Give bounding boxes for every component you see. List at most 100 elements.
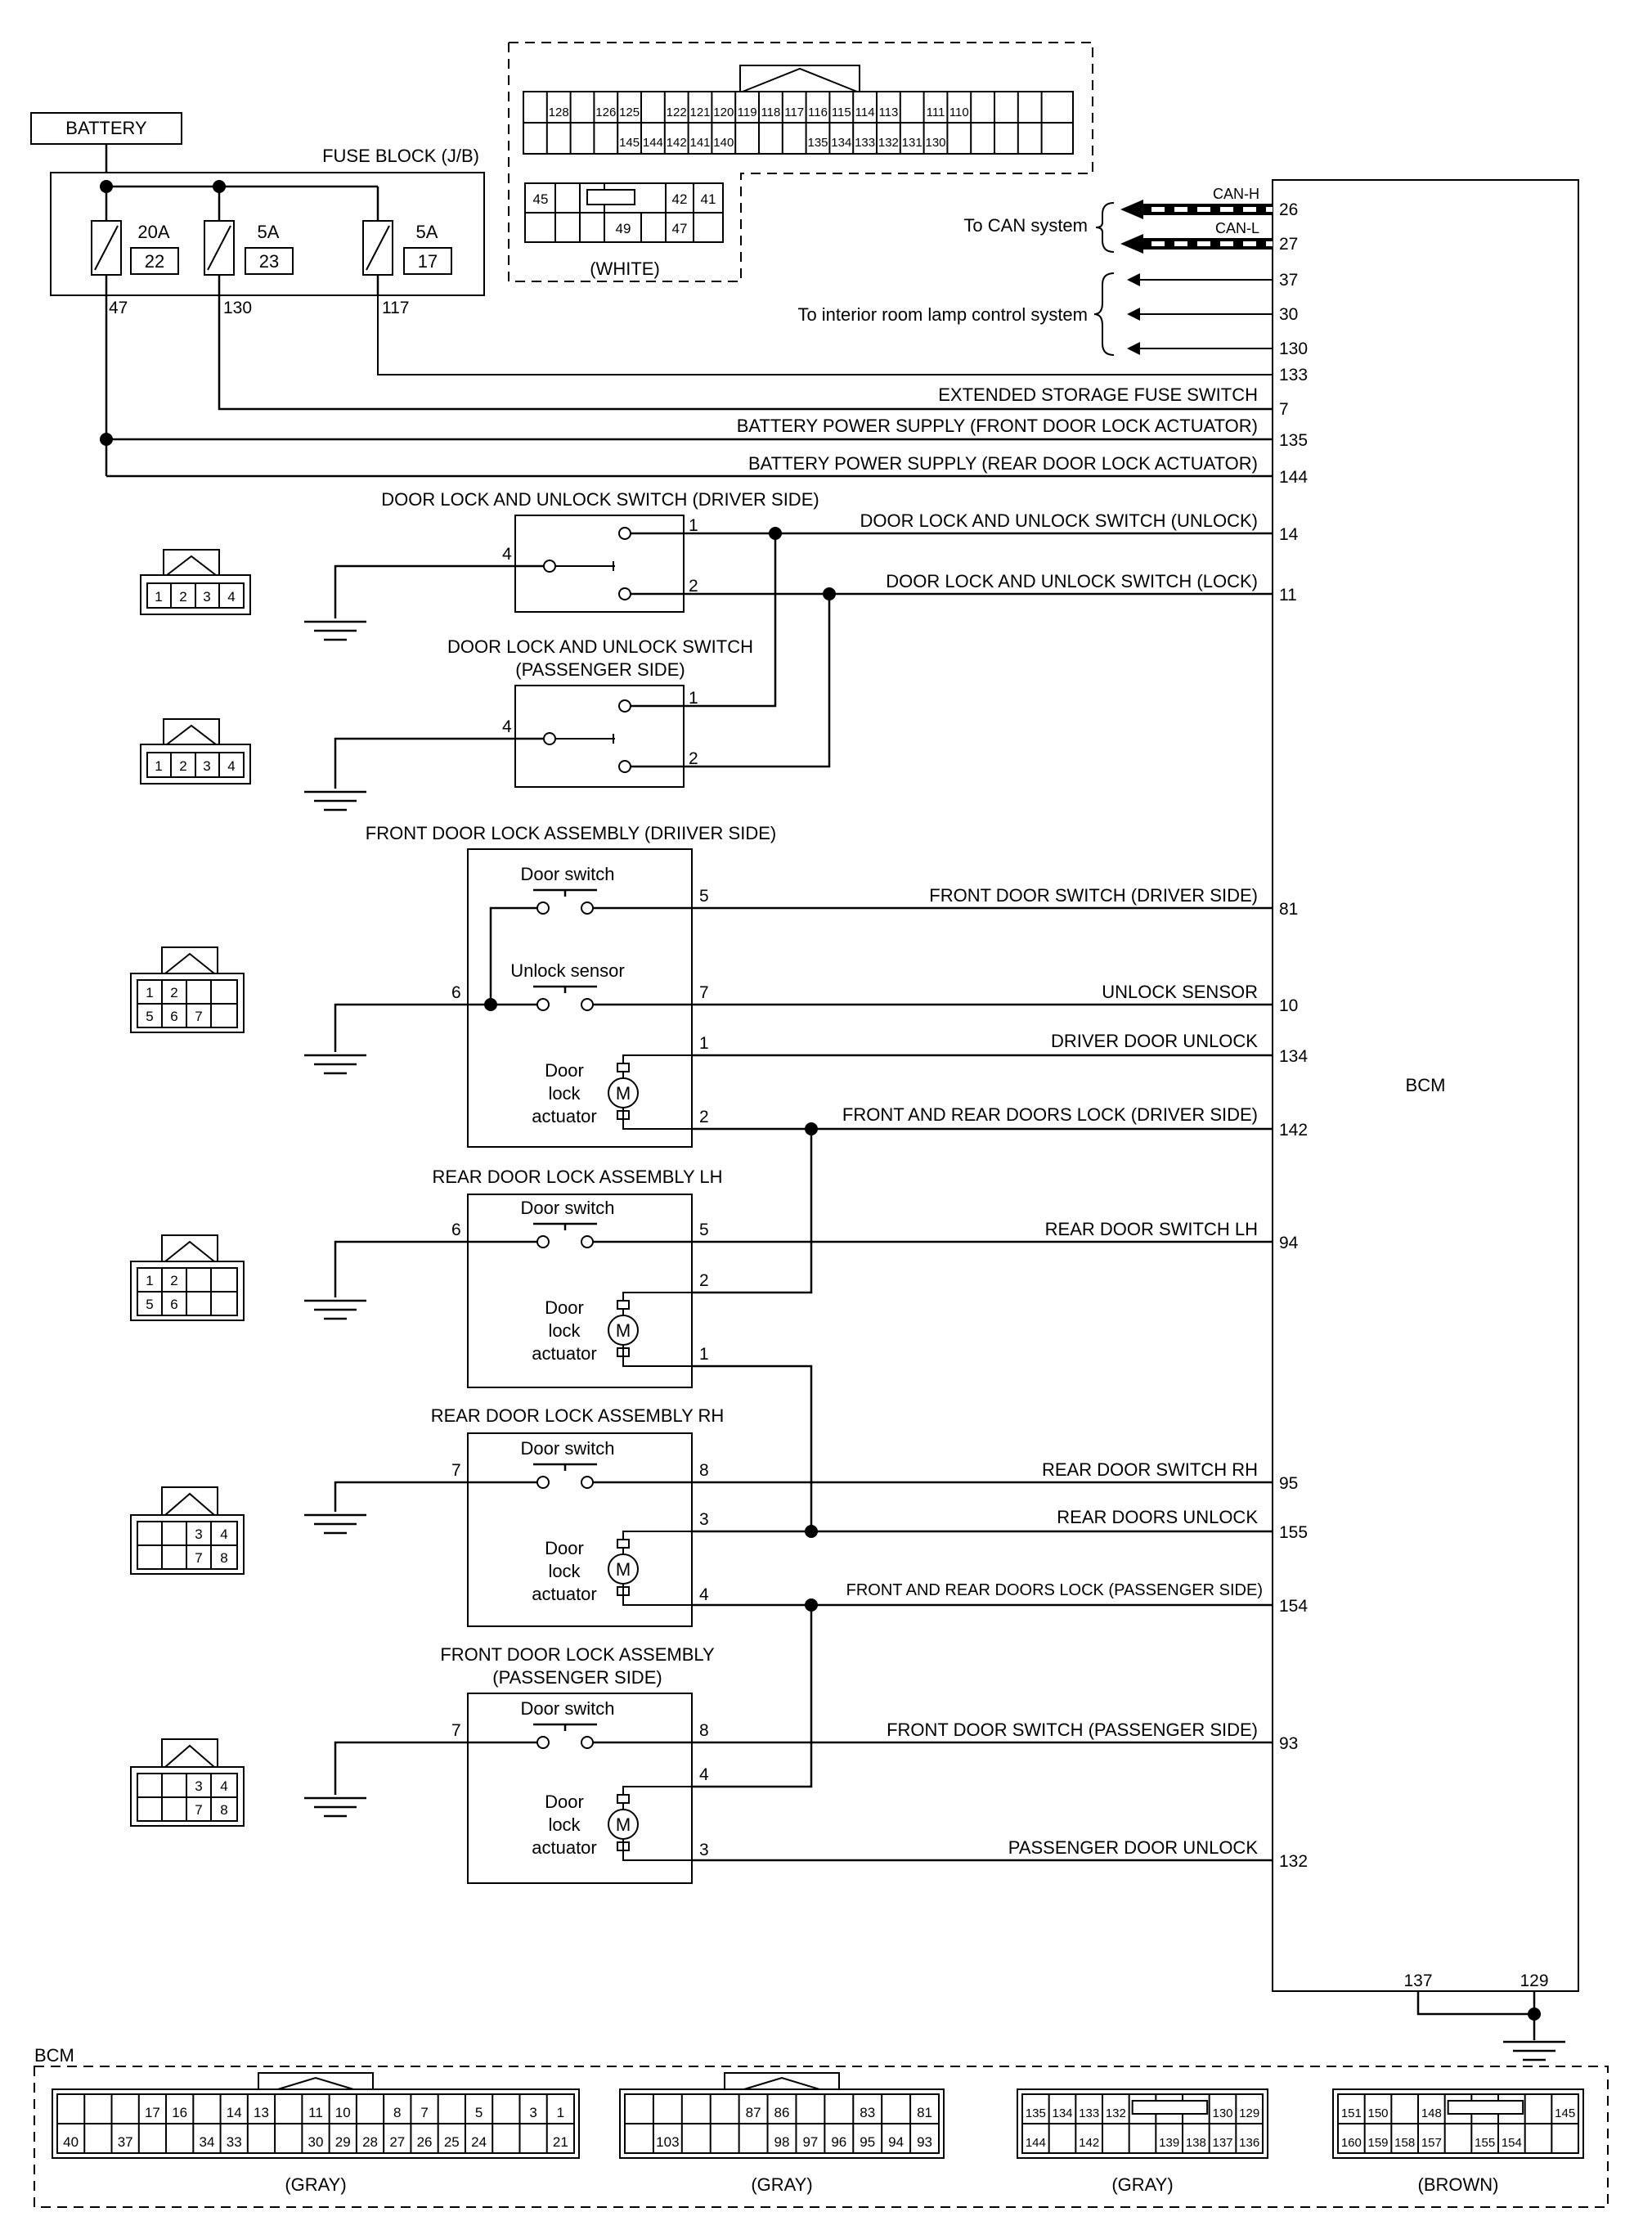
- jb-top-pin: 120: [713, 106, 734, 119]
- jb-bottom-pin: 142: [667, 136, 687, 150]
- sig-extended-storage: EXTENDED STORAGE FUSE SWITCH: [938, 384, 1258, 405]
- front-driver-door-switch: Door switch: [521, 864, 615, 884]
- sw-driver-pin-1: 1: [689, 516, 698, 535]
- rear-lh-box: [467, 1194, 693, 1388]
- rear-lh-conn-1: 1: [146, 1273, 153, 1288]
- bcm-conn-pin: 30: [308, 2134, 324, 2150]
- sw-driver-connector: 1 2 3 4: [140, 549, 251, 615]
- sig-front-passenger-switch: FRONT DOOR SWITCH (PASSENGER SIDE): [887, 1720, 1258, 1740]
- rear-rh-motor-label: M: [616, 1559, 631, 1580]
- white-pin-42: 42: [672, 191, 688, 207]
- sw-passenger-conn-1: 1: [155, 758, 162, 774]
- bcm-connectors-frame: [34, 2066, 1609, 2208]
- bcm-conn-pin: 142: [1079, 2136, 1099, 2150]
- jb-top-pin: 116: [808, 106, 828, 119]
- jb-top-pin: 117: [784, 106, 804, 119]
- bcm-conn-pin: 8: [393, 2105, 401, 2120]
- bcm-conn-pin: 93: [917, 2134, 932, 2150]
- jb-bottom-pin: 141: [689, 136, 710, 150]
- can-h-line: [1120, 200, 1273, 219]
- front-driver-connector: 1 2 5 6 7: [130, 946, 245, 1033]
- front-passenger-conn-3: 3: [195, 1778, 202, 1794]
- fuse-17: 5A 17: [362, 220, 452, 276]
- bcm-conn-pin: 103: [656, 2134, 679, 2150]
- sw-passenger-box: [514, 685, 685, 788]
- bcm-conn-pin: 154: [1502, 2136, 1522, 2150]
- bcm-pin-133: 133: [1279, 366, 1308, 384]
- sw-driver-title: DOOR LOCK AND UNLOCK SWITCH (DRIVER SIDE…: [381, 489, 819, 510]
- front-driver-conn-7: 7: [195, 1009, 202, 1024]
- sig-batt-front: BATTERY POWER SUPPLY (FRONT DOOR LOCK AC…: [737, 416, 1258, 436]
- can-l-label: CAN-L: [1215, 220, 1259, 236]
- rear-rh-conn-7: 7: [195, 1550, 202, 1566]
- bcm-pin-11: 11: [1279, 586, 1297, 605]
- bcm-conn-pin: 129: [1239, 2106, 1259, 2120]
- front-driver-conn-5: 5: [146, 1009, 153, 1024]
- bcm-conn-pin: 98: [774, 2134, 790, 2150]
- front-passenger-conn-8: 8: [220, 1802, 227, 1818]
- bcm-pin-26: 26: [1279, 200, 1298, 219]
- front-passenger-conn-7: 7: [195, 1802, 202, 1818]
- ground-front-passenger: [304, 1796, 366, 1818]
- bcm-conn-pin: 158: [1394, 2136, 1415, 2150]
- front-driver-conn-1: 1: [146, 985, 153, 1000]
- rear-lh-conn-2: 2: [170, 1273, 177, 1288]
- bcm-pin-154: 154: [1279, 1597, 1308, 1616]
- bcm-conn-pin: 155: [1475, 2136, 1495, 2150]
- sw-driver-conn-2: 2: [179, 589, 186, 605]
- bcm-connectors-title: BCM: [34, 2045, 74, 2066]
- bcm-conn-pin: 16: [172, 2105, 187, 2120]
- sig-front-driver-switch: FRONT DOOR SWITCH (DRIVER SIDE): [929, 885, 1258, 906]
- jb-connector-white: 45 42 41 49 47 (WHITE): [524, 182, 724, 279]
- sw-driver-pin-2: 2: [689, 577, 698, 596]
- bcm-conn-pin: 40: [63, 2134, 79, 2150]
- jb-bottom-pin: 130: [925, 136, 945, 150]
- bcm-conn-pin: 94: [888, 2134, 904, 2150]
- sw-passenger-connector: 1 2 3 4: [140, 718, 251, 785]
- front-driver-actuator-3: actuator: [532, 1106, 597, 1126]
- ground-front-driver: [304, 1054, 366, 1075]
- front-driver-pin-5: 5: [699, 887, 709, 906]
- can-h-label: CAN-H: [1213, 186, 1259, 202]
- front-passenger-motor: M: [608, 1786, 692, 1861]
- front-driver-motor-label: M: [616, 1083, 631, 1104]
- bcm-conn-color-c4: (BROWN): [1418, 2174, 1499, 2195]
- bcm-conn-pin: 14: [227, 2105, 242, 2120]
- front-passenger-connector: 3 4 7 8: [130, 1738, 245, 1827]
- ground-rear-lh: [304, 1299, 366, 1320]
- bcm-conn-color-c2: (GRAY): [751, 2174, 812, 2195]
- bcm-pin-132: 132: [1279, 1852, 1308, 1871]
- bcm-pin-142: 142: [1279, 1121, 1308, 1140]
- rear-rh-pin-7: 7: [451, 1461, 461, 1480]
- bcm-conn-pin: 13: [254, 2105, 269, 2120]
- bcm-conn-pin: 144: [1026, 2136, 1046, 2150]
- front-passenger-pin-4: 4: [699, 1765, 709, 1784]
- rear-rh-pin-8: 8: [699, 1461, 709, 1480]
- bcm-conn-pin: 132: [1106, 2106, 1126, 2120]
- bcm-pin-95: 95: [1279, 1474, 1298, 1493]
- bcm-pin-81: 81: [1279, 900, 1298, 919]
- can-system-label: To CAN system: [963, 215, 1088, 236]
- bcm-conn-pin: 28: [362, 2134, 378, 2150]
- rear-rh-title: REAR DOOR LOCK ASSEMBLY RH: [431, 1405, 725, 1426]
- jb-bottom-pin: 144: [643, 136, 663, 150]
- rear-lh-connector: 1 2 5 6: [130, 1234, 245, 1321]
- rear-lh-conn-6: 6: [170, 1297, 177, 1312]
- sig-passenger-door-unlock: PASSENGER DOOR UNLOCK: [1008, 1837, 1259, 1858]
- sw-passenger-pin-4: 4: [502, 717, 512, 736]
- rear-rh-actuator-1: Door: [545, 1538, 584, 1558]
- front-driver-pin-1: 1: [699, 1034, 709, 1053]
- can-l-line: [1120, 234, 1273, 254]
- bcm-pin-144: 144: [1279, 468, 1308, 487]
- bcm-conn-pin: 1: [557, 2105, 564, 2120]
- fuse-22-amp: 20A: [137, 222, 169, 242]
- bcm-conn-pin: 95: [860, 2134, 875, 2150]
- bcm-conn-pin: 130: [1212, 2106, 1232, 2120]
- bcm-pin-155: 155: [1279, 1523, 1308, 1542]
- sw-driver-conn-3: 3: [203, 589, 210, 605]
- fuse-22-no: 22: [145, 251, 164, 272]
- bcm-conn-color-c3: (GRAY): [1111, 2174, 1173, 2195]
- front-passenger-actuator-2: lock: [548, 1814, 581, 1835]
